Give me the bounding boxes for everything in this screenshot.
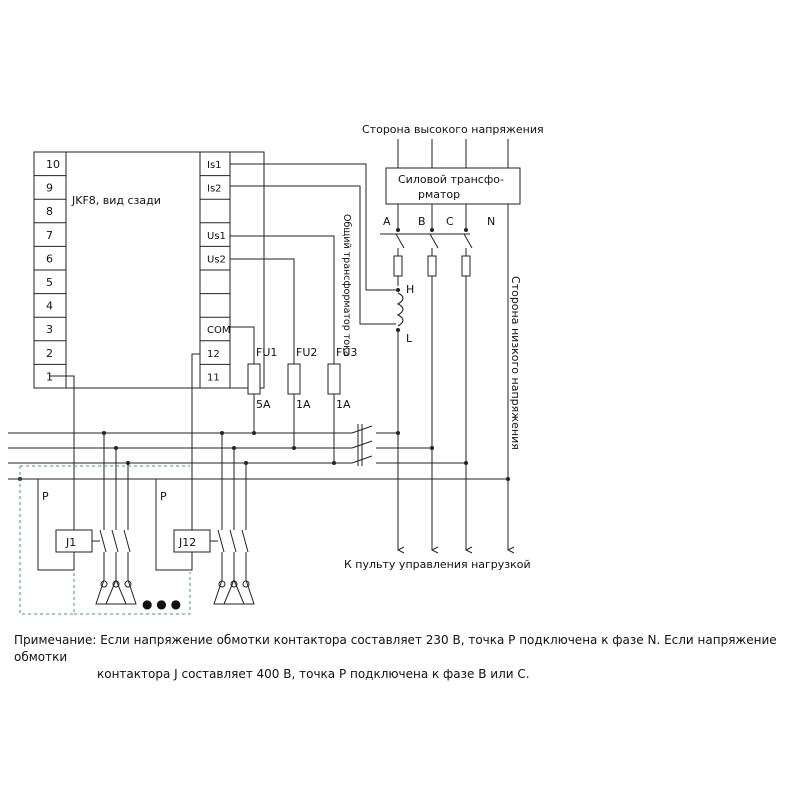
terminal-right-9: 11 (207, 372, 220, 383)
to-load-panel-label: К пульту управления нагрузкой (344, 558, 531, 571)
contactor-group-j12 (155, 353, 255, 605)
terminal-left-5: 5 (46, 276, 53, 289)
controller-jkf8 (33, 151, 265, 389)
note-line-1: Примечание: Если напряжение обмотки конт… (14, 633, 777, 664)
terminal-left-7: 3 (46, 323, 53, 336)
voltage-wiring (230, 235, 341, 465)
terminal-right-1: Is2 (207, 184, 222, 195)
note-block: Примечание: Если напряжение обмотки конт… (14, 632, 794, 683)
ct-terminal-l: L (406, 332, 413, 345)
hv-side-label: Сторона высокого напряжения (362, 123, 544, 136)
terminal-left-4: 6 (46, 252, 53, 265)
terminal-left-6: 4 (46, 300, 53, 313)
p-point-1: P (42, 490, 49, 503)
terminal-right-8: 12 (207, 349, 220, 360)
terminal-right-3: Us1 (207, 231, 226, 242)
fuse-fu3-name: FU3 (336, 346, 357, 359)
phase-label-n: N (487, 215, 495, 228)
fuse-fu1-rating: 5A (256, 398, 271, 411)
contactor-j12-label: J12 (178, 536, 196, 549)
controller-label: JKF8, вид сзади (71, 194, 161, 207)
fuse-fu3-rating: 1A (336, 398, 351, 411)
ct-terminal-h: H (406, 283, 414, 296)
p-dashed-link (19, 465, 191, 615)
load-arrows (398, 540, 508, 550)
terminal-left-9: 1 (46, 370, 53, 383)
terminal-left-3: 7 (46, 229, 53, 242)
current-transformer (396, 288, 404, 548)
phase-label-c: C (446, 215, 454, 228)
fuse-fu2-name: FU2 (296, 346, 317, 359)
hv-lines (397, 139, 509, 550)
p-point-2: P (160, 490, 167, 503)
contactor-j1-label: J1 (65, 536, 76, 549)
terminal-right-0: Is1 (207, 160, 222, 171)
power-transformer-label-2: рматор (418, 188, 460, 201)
ct-wiring (230, 163, 396, 325)
terminal-left-2: 8 (46, 205, 53, 218)
note-line-2: контактора J составляет 400 В, точка P п… (97, 667, 530, 681)
fuse-fu1-name: FU1 (256, 346, 277, 359)
terminal-left-1: 9 (46, 182, 53, 195)
contactor-group-j1 (18, 375, 137, 605)
wiring-diagram: Сторона высокого напряжения Силовой тран… (8, 123, 544, 615)
lv-side-label: Сторона низкого напряжения (509, 276, 522, 450)
bus-bars (8, 424, 510, 481)
terminal-right-7: COM (207, 325, 230, 336)
phase-label-b: B (418, 215, 426, 228)
transformer-outputs (380, 204, 473, 548)
fuse-fu2-rating: 1A (296, 398, 311, 411)
terminal-left-8: 2 (46, 347, 53, 360)
power-transformer-label-1: Силовой трансфо- (398, 173, 504, 186)
power-transformer-box (385, 167, 521, 205)
phase-label-a: A (383, 215, 391, 228)
terminal-left-0: 10 (46, 158, 60, 171)
common-ct-label: Общий трансформатор тока (341, 214, 352, 357)
terminal-right-4: Us2 (207, 254, 226, 265)
ellipsis-dots: ● ● ● (142, 597, 181, 611)
